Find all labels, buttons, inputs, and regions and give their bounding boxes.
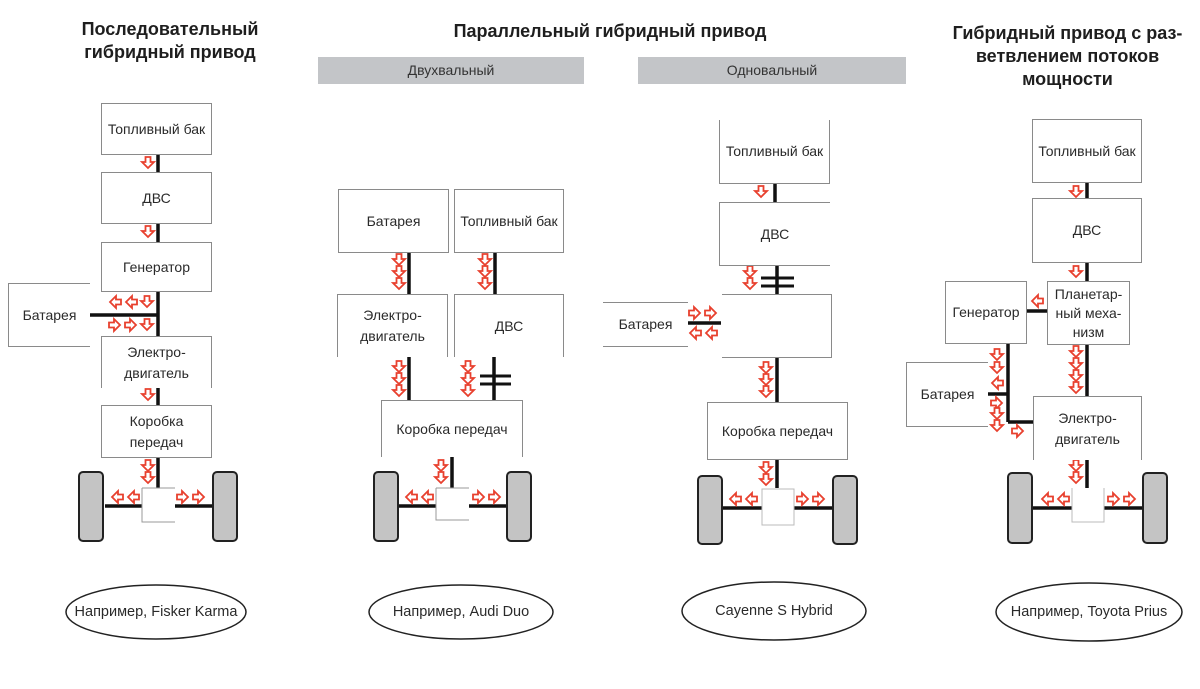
series-connectors xyxy=(90,155,213,508)
power-split-wheel-right xyxy=(1142,472,1168,544)
two-shaft-example-ellipse xyxy=(368,584,554,640)
series-title-line2: гибридный привод xyxy=(84,42,256,62)
series-wheel-left xyxy=(78,471,104,542)
two-shaft-battery-box: Батарея xyxy=(338,189,449,253)
one-shaft-connectors xyxy=(688,183,832,510)
power-split-title-line1: Гибридный привод с раз- xyxy=(952,23,1183,43)
one-shaft-differential xyxy=(761,488,795,526)
one-shaft-gearbox-box: Коробка передач xyxy=(707,402,848,460)
two-shaft-gearbox-box: Коробка передач xyxy=(381,400,523,457)
two-shaft-connectors xyxy=(399,252,511,508)
one-shaft-example-ellipse xyxy=(681,581,867,641)
series-generator-box: Генератор xyxy=(101,242,212,292)
power-split-generator-box: Генератор xyxy=(945,281,1027,344)
series-differential xyxy=(141,487,175,523)
series-fuel-tank-box: Топливный бак xyxy=(101,103,212,155)
series-motor-box: Электро-двигатель xyxy=(101,336,212,388)
power-split-title-line2: ветвлением потоков xyxy=(975,46,1160,66)
two-shaft-wheel-left xyxy=(373,471,399,542)
two-shaft-band: Двухвальный xyxy=(318,57,584,84)
series-title: Последовательный гибридный привод xyxy=(40,18,300,64)
two-shaft-motor-box: Электро-двигатель xyxy=(337,294,448,357)
one-shaft-example: Cayenne S Hybrid xyxy=(680,580,868,642)
two-shaft-example: Например, Audi Duo xyxy=(367,583,555,641)
power-split-title: Гибридный привод с раз- ветвлением поток… xyxy=(925,22,1200,91)
series-wheel-right xyxy=(212,471,238,542)
power-split-battery-box: Батарея xyxy=(906,362,988,427)
two-shaft-differential xyxy=(435,487,469,521)
series-title-line1: Последовательный xyxy=(81,19,259,39)
one-shaft-band: Одновальный xyxy=(638,57,906,84)
series-battery-box: Батарея xyxy=(8,283,90,347)
series-example-ellipse xyxy=(65,584,247,640)
power-split-fuel-tank-box: Топливный бак xyxy=(1032,119,1142,183)
parallel-title: Параллельный гибридный привод xyxy=(453,21,767,41)
one-shaft-wheel-right xyxy=(832,475,858,545)
one-shaft-wheel-left xyxy=(697,475,723,545)
two-shaft-wheel-right xyxy=(506,471,532,542)
power-split-ice-box: ДВС xyxy=(1032,198,1142,263)
one-shaft-motor-box xyxy=(722,294,832,358)
one-shaft-fuel-tank-box: Топливный бак xyxy=(719,120,830,184)
one-shaft-ice-box: ДВС xyxy=(719,202,830,266)
two-shaft-ice-box: ДВС xyxy=(454,294,564,357)
two-shaft-fuel-tank-box: Топливный бак xyxy=(454,189,564,253)
power-split-wheel-left xyxy=(1007,472,1033,544)
power-split-title-line3: мощности xyxy=(1022,69,1113,89)
series-example: Например, Fisker Karma xyxy=(64,583,248,641)
power-split-motor-box: Электро-двигатель xyxy=(1033,396,1142,460)
power-split-connectors xyxy=(988,183,1142,510)
power-split-planetary-box: Планетар-ный меха-низм xyxy=(1047,281,1130,345)
series-ice-box: ДВС xyxy=(101,172,212,224)
power-split-differential xyxy=(1071,488,1105,523)
one-shaft-battery-box: Батарея xyxy=(603,302,688,347)
power-split-example: Например, Toyota Prius xyxy=(994,581,1184,643)
power-split-example-ellipse xyxy=(995,582,1183,642)
